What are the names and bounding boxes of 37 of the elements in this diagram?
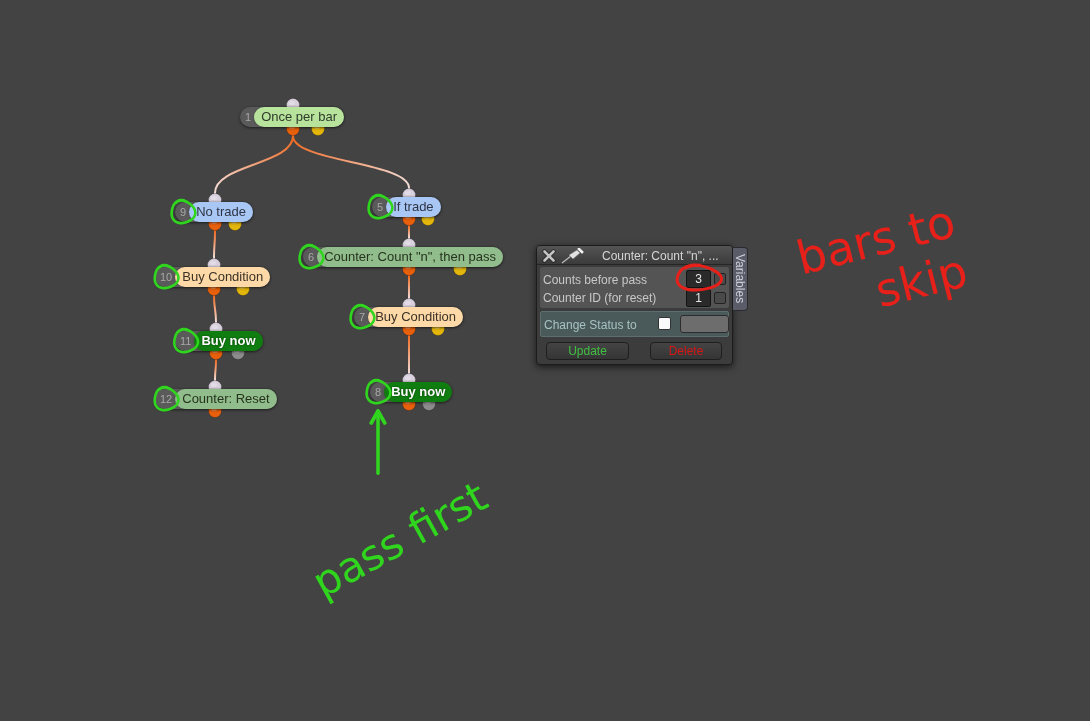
connector-line (408, 335, 410, 374)
block-label: Buy now (384, 382, 453, 402)
update-button: Update (546, 342, 629, 360)
panel-title: Counter: Count "n", ... (602, 249, 719, 263)
connector-line (213, 295, 217, 323)
connector-line (408, 225, 410, 239)
block-number: 6 (308, 251, 315, 263)
block-number: 9 (180, 206, 187, 218)
block-label: Counter: Count "n", then pass (317, 247, 503, 267)
variables-tab: Variables (733, 247, 748, 311)
block-label: Buy Condition (175, 267, 271, 287)
block-label: If trade (386, 197, 441, 217)
block-number: 10 (160, 271, 173, 283)
field-label: Counts before pass (543, 273, 648, 287)
block-number: 1 (245, 111, 252, 123)
settings-panel (536, 245, 733, 365)
handwritten-note: bars to skip (790, 195, 973, 320)
connector-line (408, 275, 410, 299)
connector-line (214, 359, 217, 381)
block-label: No trade (189, 202, 253, 222)
block-label: Buy now (194, 331, 263, 351)
block-number: 5 (377, 201, 384, 213)
connector-line (292, 135, 410, 189)
block-label: Once per bar (254, 107, 344, 127)
field-label: Change Status to (544, 318, 637, 332)
delete-button: Delete (650, 342, 722, 360)
arrow (369, 409, 387, 476)
block-label: Counter: Reset (175, 389, 277, 409)
block-number: 11 (180, 335, 192, 347)
number-field: 3 (686, 270, 711, 288)
block-number: 7 (359, 311, 366, 323)
block-label: Buy Condition (368, 307, 464, 327)
field-label: Counter ID (for reset) (543, 291, 657, 305)
connector-line (213, 230, 216, 259)
handwritten-note: pass first (305, 473, 495, 607)
block-number: 8 (375, 386, 382, 398)
block-number: 12 (160, 393, 173, 405)
